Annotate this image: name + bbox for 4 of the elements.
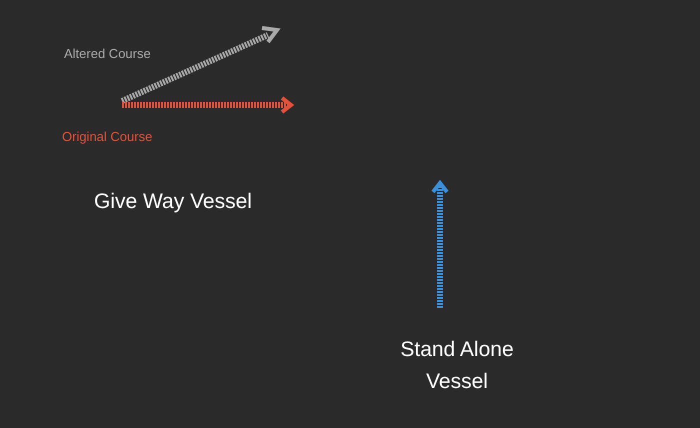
- arrow-label: Altered Course: [64, 46, 151, 61]
- vessel-label: Give Way Vessel: [94, 190, 252, 214]
- arrow-label: Original Course: [62, 129, 152, 144]
- vessel-label: Stand Alone Vessel: [399, 337, 515, 395]
